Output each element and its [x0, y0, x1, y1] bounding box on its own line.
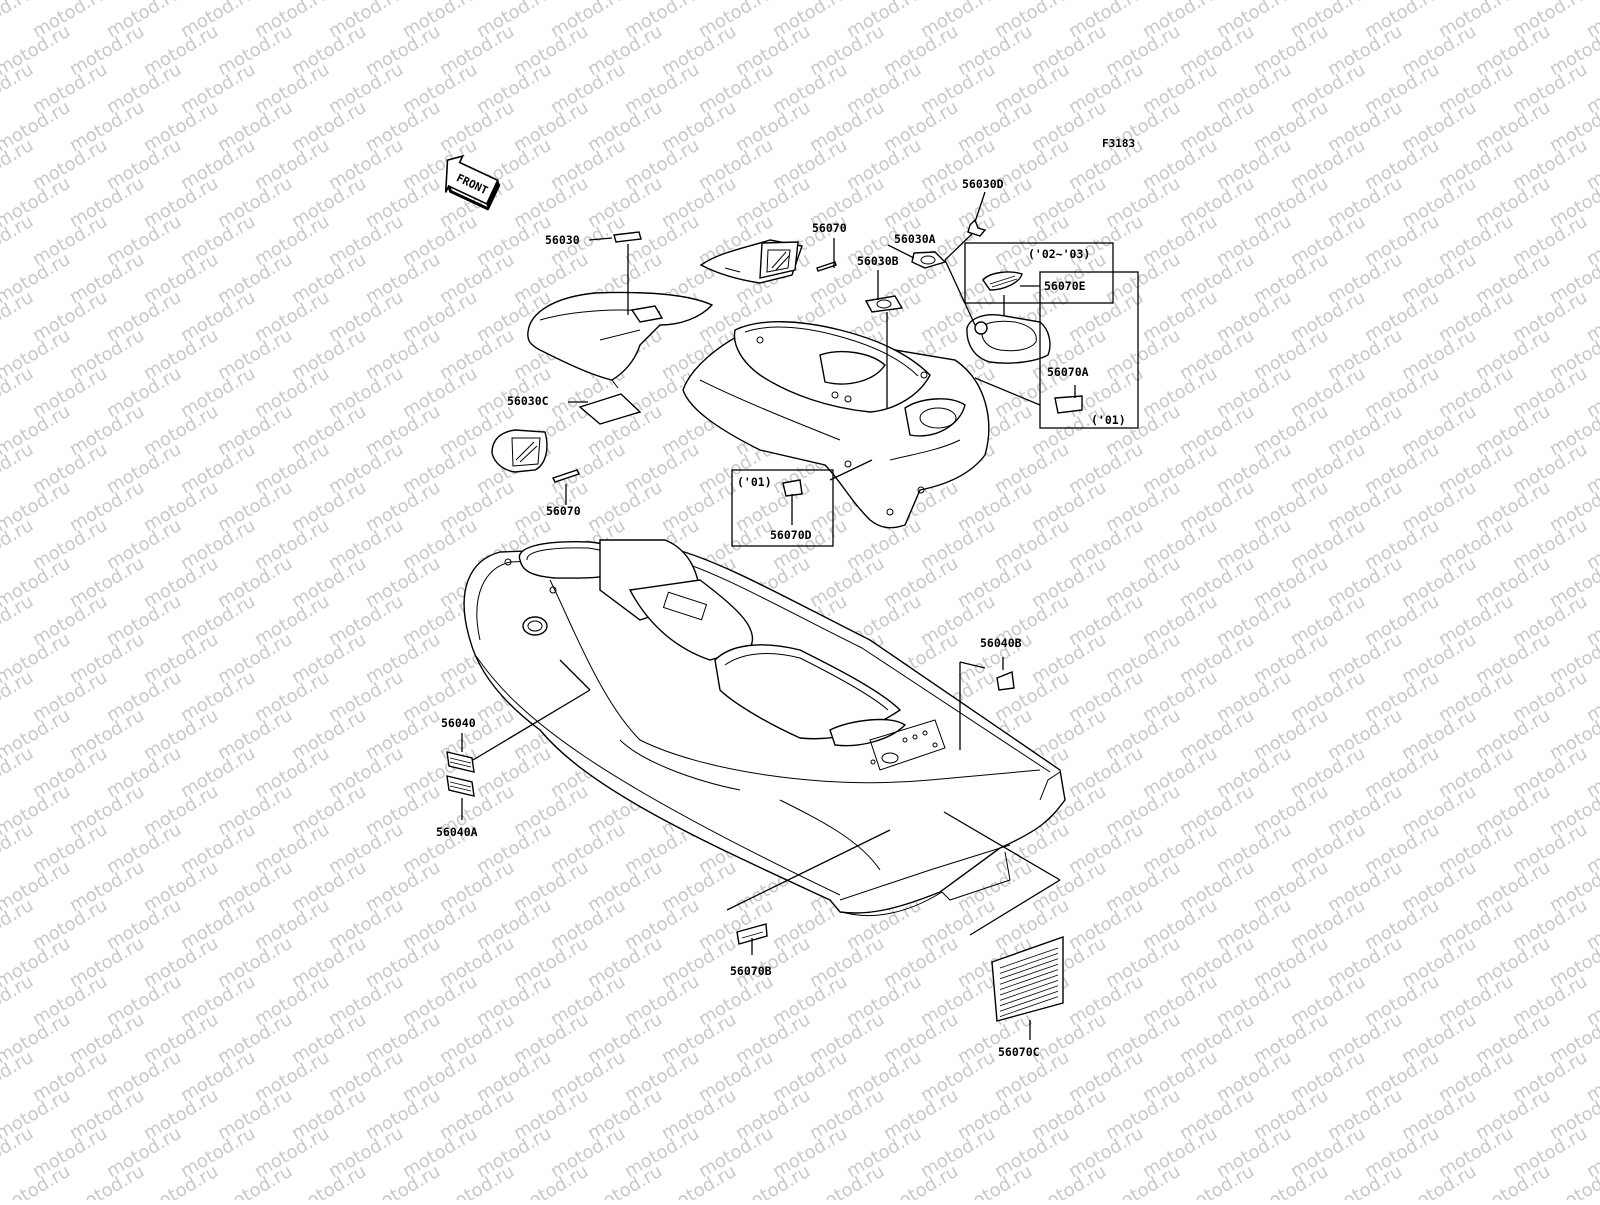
- decal-56070A: [1055, 396, 1082, 413]
- label-year-02-03: ('02~'03): [1028, 247, 1090, 261]
- label-56040: 56040: [441, 716, 476, 730]
- label-56030C: 56030C: [507, 394, 549, 408]
- label-56070E: 56070E: [1044, 279, 1086, 293]
- decal-56040B: [997, 672, 1014, 690]
- figure-code: F3183: [1102, 137, 1135, 150]
- label-56070A: 56070A: [1047, 365, 1089, 379]
- label-56070D: 56070D: [770, 528, 812, 542]
- decal-56070D: [783, 480, 802, 496]
- mirror-left: [492, 430, 547, 472]
- label-56040A: 56040A: [436, 825, 478, 839]
- label-56040B: 56040B: [980, 636, 1022, 650]
- label-56030D: 56030D: [962, 177, 1004, 191]
- label-56070C: 56070C: [998, 1045, 1040, 1059]
- label-56030: 56030: [545, 233, 580, 247]
- label-56030B: 56030B: [857, 254, 899, 268]
- gauge-housing: [967, 315, 1050, 363]
- label-year-01-right: ('01): [1091, 413, 1126, 427]
- decal-56070-top: [817, 262, 836, 271]
- watermark-text: motod.ru: [0, 0, 37, 42]
- label-56070B: 56070B: [730, 964, 772, 978]
- label-year-01-left: ('01): [737, 475, 772, 489]
- label-56070-top: 56070: [812, 221, 847, 235]
- label-56070-left: 56070: [546, 504, 581, 518]
- label-56030A: 56030A: [894, 232, 936, 246]
